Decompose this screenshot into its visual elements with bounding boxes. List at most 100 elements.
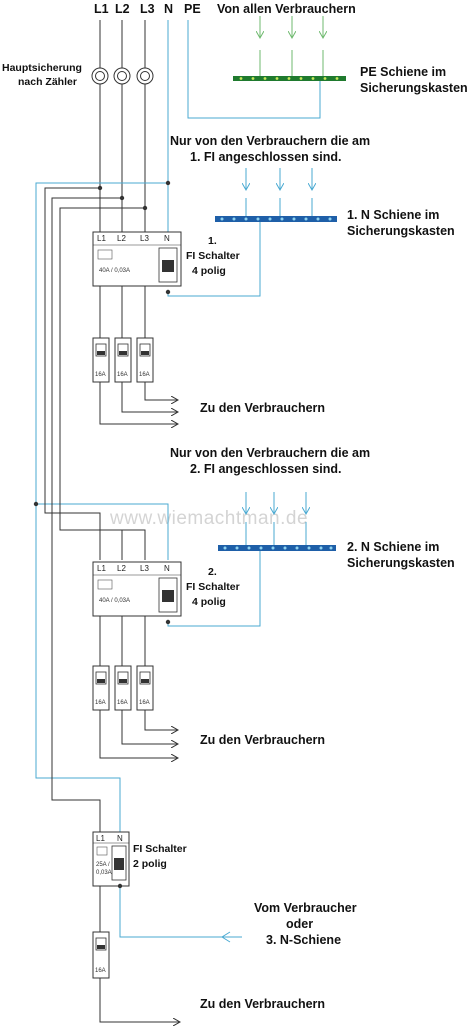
phase-label-l3: L3 [140,2,155,16]
pe-bar-screws [239,77,339,80]
consumer-wires-2 [99,710,178,758]
breaker-1-2-rating: 16A [117,372,128,378]
rcd2-terminal-n: N [164,564,170,573]
pe-bar-label-line2: Sicherungskasten [360,81,468,95]
consumer-wire-3 [99,978,180,1022]
rcd3-toggle-lever [114,858,124,870]
breaker-2-3-rating: 16A [139,700,150,706]
rcd3-terminal-l1: L1 [96,834,105,843]
breaker-1-1-rating: 16A [95,372,106,378]
main-fuse-l1 [91,67,109,85]
rcd2-rating: 40A / 0,03A [99,598,130,604]
rcd2-n-out-terminal [165,619,171,625]
junction-n2 [33,501,39,507]
phase-label-n: N [164,2,173,16]
pe-source-label: Von allen Verbrauchern [217,2,356,16]
rcd2-toggle-lever [162,590,174,602]
breaker-2-3: 16A [136,665,154,711]
n2-source-line2: 2. FI angeschlossen sind. [190,462,341,476]
breaker-2-2-rating: 16A [117,700,128,706]
main-fuse-label-line2: nach Zähler [18,76,77,88]
phase-bypass-wires [44,187,146,832]
rcd2-label-line1: 2. [208,566,217,578]
main-fuse-l3 [136,67,154,85]
rcd1-rating: 40A / 0,03A [99,268,130,274]
rcd1-terminal-l2: L2 [117,234,126,243]
rcd3-terminal-n: N [117,834,123,843]
rcd3-n-arrow [221,931,231,943]
breaker-1-1: 16A [92,337,110,383]
phase-label-l1: L1 [94,2,109,16]
rcd2-test-button [97,579,113,590]
n1-source-line1: Nur von den Verbrauchern die am [170,134,370,148]
phase-wires-top [99,20,146,232]
n2-bar-label-line2: Sicherungskasten [347,556,455,570]
n2-bar-label-line1: 2. N Schiene im [347,540,439,554]
breaker-1-2: 16A [114,337,132,383]
rcd3-label-line1: FI Schalter [133,843,187,855]
rcd2-label-line3: 4 polig [192,596,226,608]
consumers-label-3: Zu den Verbrauchern [200,997,325,1011]
neutral-to-rcd2 [36,503,169,560]
n3-source-line3: 3. N-Schiene [266,933,341,947]
main-fuse-l2 [113,67,131,85]
rcd3-2pole: L1 N 25A / 0,03A [92,831,130,887]
rcd1-test-button [97,249,113,260]
breaker-3-1: 16A [92,931,110,979]
junction-l3a [142,205,148,211]
rcd2-label-line2: FI Schalter [186,581,240,593]
watermark: www.wiemachtman.de [109,508,308,529]
n2-bar [218,545,336,551]
rcd2-terminal-l2: L2 [117,564,126,573]
breaker-1-3: 16A [136,337,154,383]
rcd3-test-button [96,846,108,856]
rcd1-4pole: L1 L2 L3 N 40A / 0,03A [92,231,182,287]
neutral-main-wire [35,20,169,832]
main-fuse-label-line1: Hauptsicherung [2,62,82,74]
junction-l1a [97,185,103,191]
pe-arrows [260,16,323,76]
phase-label-pe: PE [184,2,201,16]
rcd3-n-out-wire [119,886,242,938]
consumer-wires-1 [99,382,178,424]
n1-bar-label-line1: 1. N Schiene im [347,208,439,222]
rcd1-label-line2: FI Schalter [186,250,240,262]
consumers-label-1: Zu den Verbrauchern [200,401,325,415]
n1-bar-label-line2: Sicherungskasten [347,224,455,238]
n3-source-line1: Vom Verbraucher [254,901,357,915]
rcd3-label-line2: 2 polig [133,858,167,870]
rcd1-terminal-n: N [164,234,170,243]
n3-source-line2: oder [286,917,313,931]
rcd1-out-wires [99,286,146,338]
rcd3-rating-line1: 25A / [96,862,110,868]
n1-arrows [246,168,312,218]
phase-label-l2: L2 [115,2,130,16]
rcd2-terminal-l3: L3 [140,564,149,573]
rcd1-terminal-l1: L1 [97,234,106,243]
breaker-1-3-rating: 16A [139,372,150,378]
breaker-2-1: 16A [92,665,110,711]
n2-bar-screws [223,546,333,550]
rcd3-n-out-terminal [117,883,123,889]
n1-bar-screws [220,217,332,221]
rcd1-terminal-l3: L3 [140,234,149,243]
rcd3-rating-line2: 0,03A [96,870,112,876]
consumers-label-2: Zu den Verbrauchern [200,733,325,747]
n1-bar [215,216,337,222]
rcd1-label-line3: 4 polig [192,265,226,277]
n2-source-line1: Nur von den Verbrauchern die am [170,446,370,460]
rcd1-toggle-lever [162,260,174,272]
rcd2-out-wires [99,616,146,666]
junction-l2a [119,195,125,201]
n2-arrows [246,492,306,546]
pe-wire [187,20,321,119]
rcd2-4pole: L1 L2 L3 N 40A / 0,03A [92,561,182,617]
junction-n1 [165,180,171,186]
breaker-3-1-rating: 16A [95,968,106,974]
rcd1-n-out-terminal [165,289,171,295]
n1-source-line2: 1. FI angeschlossen sind. [190,150,341,164]
breaker-2-2: 16A [114,665,132,711]
rcd2-terminal-l1: L1 [97,564,106,573]
